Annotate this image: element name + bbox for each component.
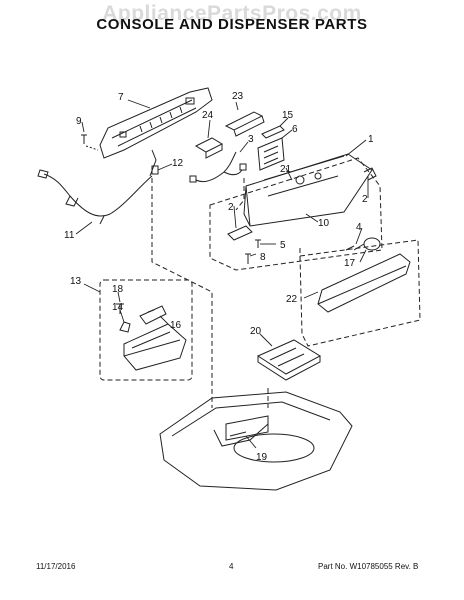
- callout-14: 14: [112, 302, 124, 313]
- callout-labels: 7 9 11 12 23 24 3 15 6 1 21 2 2 10 5 8 4…: [64, 91, 374, 463]
- callout-24: 24: [202, 110, 214, 121]
- callout-19: 19: [256, 452, 268, 463]
- leader-lines: [75, 99, 369, 449]
- console-rear-panel-drawing: [99, 87, 213, 159]
- box-part-1: [209, 157, 383, 271]
- control-module-24-drawing: [194, 137, 224, 159]
- callout-1: 1: [368, 134, 374, 145]
- watermark-text: AppliancePartsPros.com: [102, 2, 362, 25]
- callout-4: 4: [356, 222, 362, 233]
- footer-page-number: 4: [229, 562, 234, 571]
- diagram-title: CONSOLE AND DISPENSER PARTS: [96, 16, 368, 33]
- callout-2-left: 2: [228, 202, 234, 213]
- wire-harness-drawing: [37, 149, 159, 225]
- callout-6: 6: [292, 124, 298, 135]
- dispenser-cup-20-drawing: [256, 339, 322, 381]
- wiring-3-drawing: [189, 151, 247, 183]
- callout-15: 15: [282, 110, 294, 121]
- console-housing-drawing: [243, 153, 377, 227]
- box-part-22: [299, 239, 421, 347]
- callout-13: 13: [70, 276, 82, 287]
- dispenser-drawer-drawing: [317, 253, 411, 313]
- drive-module-group-drawing: [116, 303, 187, 371]
- callout-20: 20: [250, 326, 262, 337]
- footer-part-number: Part No. W10785055 Rev. B: [318, 562, 419, 571]
- console-small-parts-drawing: [227, 225, 261, 264]
- callout-21: 21: [280, 164, 292, 175]
- bracket-23-drawing: [224, 111, 265, 137]
- top-cover-19-drawing: [159, 391, 353, 491]
- callout-12: 12: [172, 158, 184, 169]
- box-part-13: [99, 279, 193, 381]
- callout-11: 11: [64, 230, 75, 241]
- callout-boxes: [99, 157, 421, 381]
- ui-board-drawing: [257, 125, 285, 171]
- callout-7: 7: [118, 92, 124, 103]
- dashed-routing-lines: [151, 178, 301, 408]
- callout-16: 16: [170, 320, 182, 331]
- callout-18: 18: [112, 284, 124, 295]
- callout-9: 9: [76, 116, 82, 127]
- callout-5: 5: [280, 240, 286, 251]
- callout-10: 10: [318, 218, 330, 229]
- callout-22: 22: [286, 294, 298, 305]
- footer-date: 11/17/2016: [36, 562, 76, 571]
- screw-9-drawing: [81, 134, 99, 151]
- callout-17: 17: [344, 258, 356, 269]
- dispenser-knob-drawing: [345, 237, 381, 251]
- callout-23: 23: [232, 91, 244, 102]
- callout-8: 8: [260, 252, 266, 263]
- callout-2-right: 2: [362, 194, 368, 205]
- callout-3: 3: [248, 134, 254, 145]
